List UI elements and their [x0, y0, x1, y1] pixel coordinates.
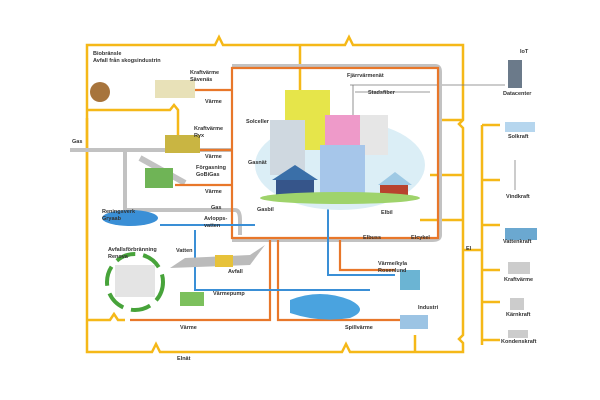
water-pipes [160, 200, 395, 291]
label-avfall-skog: Avfall från skogsindustrin [93, 58, 161, 64]
label-varme-2: Värme [205, 154, 222, 160]
label-solkraft: Solkraft [508, 134, 529, 140]
heat-pipes [130, 66, 440, 322]
label-varmepump: Värmepump [213, 291, 245, 297]
plants-illustrations [90, 60, 537, 338]
label-vatten: Vatten [176, 248, 193, 254]
label-varme-4: Värme [180, 325, 197, 331]
label-varme-3: Värme [205, 189, 222, 195]
label-elcykel: Elcykel [411, 235, 430, 241]
label-kondenskraft: Kondenskraft [501, 339, 537, 345]
label-datacenter: Datacenter [503, 91, 532, 97]
label-stadsfiber: Stadsfiber [368, 90, 395, 96]
label-vattenkraft: Vattenkraft [503, 239, 532, 245]
label-iot: IoT [520, 49, 529, 55]
label-solceller: Solceller [246, 119, 269, 125]
label-elbil: Elbil [381, 210, 393, 216]
label-fjarrvarmenat: Fjärrvärmenät [347, 73, 384, 79]
electric-grid [85, 34, 500, 354]
label-varme-1: Värme [205, 99, 222, 105]
label-avfall: Avfall [228, 269, 243, 275]
label-gas-in: Gas [72, 139, 83, 145]
label-forgasning-2: GoBiGas [196, 172, 220, 178]
label-vindkraft: Vindkraft [506, 194, 530, 200]
label-spillvarme: Spillvärme [345, 325, 373, 331]
label-forgasning-1: Förgasning [196, 165, 226, 171]
label-elnat: Elnät [177, 356, 191, 362]
label-kraftvarme: Kraftvärme [504, 277, 534, 283]
label-rosenlund-2: Rosenlund [378, 268, 407, 274]
label-reningsverk-2: Gryaab [102, 216, 121, 222]
label-karnkraft: Kärnkraft [506, 312, 531, 318]
label-kv-savenas-2: Sävenäs [190, 77, 213, 83]
label-kv-ryx-2: Ryx [194, 133, 205, 139]
label-renova-1: Avfallsförbränning [108, 247, 157, 253]
label-renova-2: Renova [108, 254, 128, 260]
label-rosenlund-1: Värme/kyla [378, 261, 408, 267]
label-kv-ryx-1: Kraftvärme [194, 126, 224, 132]
label-reningsverk-1: Reningsverk [102, 209, 136, 215]
label-industri: Industri [418, 305, 439, 311]
label-gasbil: Gasbil [257, 207, 274, 213]
label-avlopp-2: vatten [204, 223, 221, 229]
label-kv-savenas-1: Kraftvärme [190, 70, 220, 76]
label-avlopp-1: Avlopps- [204, 216, 228, 222]
city-illustration [255, 90, 425, 210]
label-gasnat: Gasnät [248, 160, 267, 166]
label-elbuss: Elbuss [363, 235, 382, 241]
label-biobransle: Biobränsle [93, 51, 122, 57]
label-el: El [466, 246, 472, 252]
label-gas-2: Gas [211, 205, 222, 211]
